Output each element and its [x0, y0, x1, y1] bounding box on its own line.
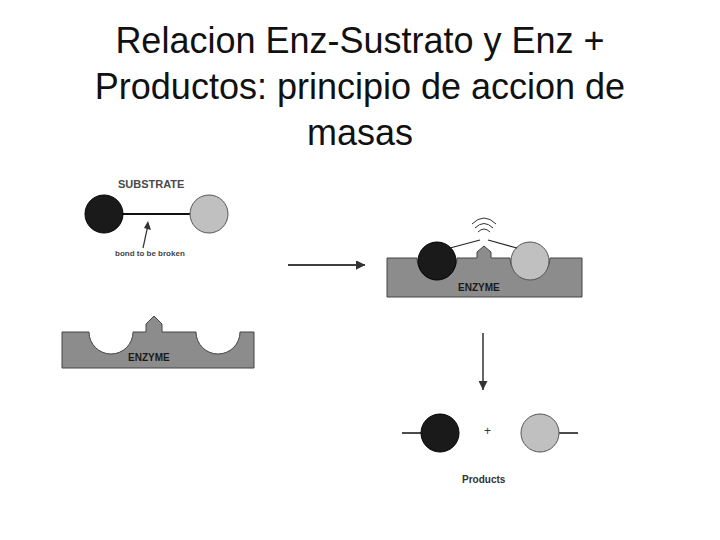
products-group: Products: [395, 390, 585, 490]
enzyme-shape: [62, 316, 254, 368]
plus-sign: +: [484, 424, 491, 438]
substrate-light-part: [190, 195, 228, 233]
enzyme-group: ENZYME: [60, 265, 288, 372]
node-label: ENZYME: [128, 352, 170, 363]
product-dark: [421, 414, 459, 452]
strained-bond: [450, 240, 480, 248]
broken-bond: [559, 432, 578, 434]
reaction-arrow: [482, 333, 484, 390]
callout-text: bond to be broken: [115, 249, 185, 258]
node-label: SUBSTRATE: [118, 178, 184, 190]
product-light: [521, 414, 559, 452]
strain-mark: [475, 224, 493, 229]
strain-mark: [478, 229, 490, 232]
node-label: Products: [462, 474, 505, 485]
complex-group: ENZYME: [365, 225, 585, 333]
substrate-dark-part: [85, 195, 123, 233]
strain-mark: [472, 218, 496, 224]
broken-bond: [402, 432, 421, 434]
node-label: ENZYME: [458, 282, 500, 293]
reaction-arrow: [288, 264, 365, 266]
enzyme-shape: [387, 246, 582, 297]
strained-bond: [488, 240, 517, 248]
reaction-arrow: [288, 264, 365, 266]
slide-title: Relacion Enz-Sustrato y Enz + Productos:…: [40, 18, 680, 156]
pointer-head: [144, 221, 151, 230]
